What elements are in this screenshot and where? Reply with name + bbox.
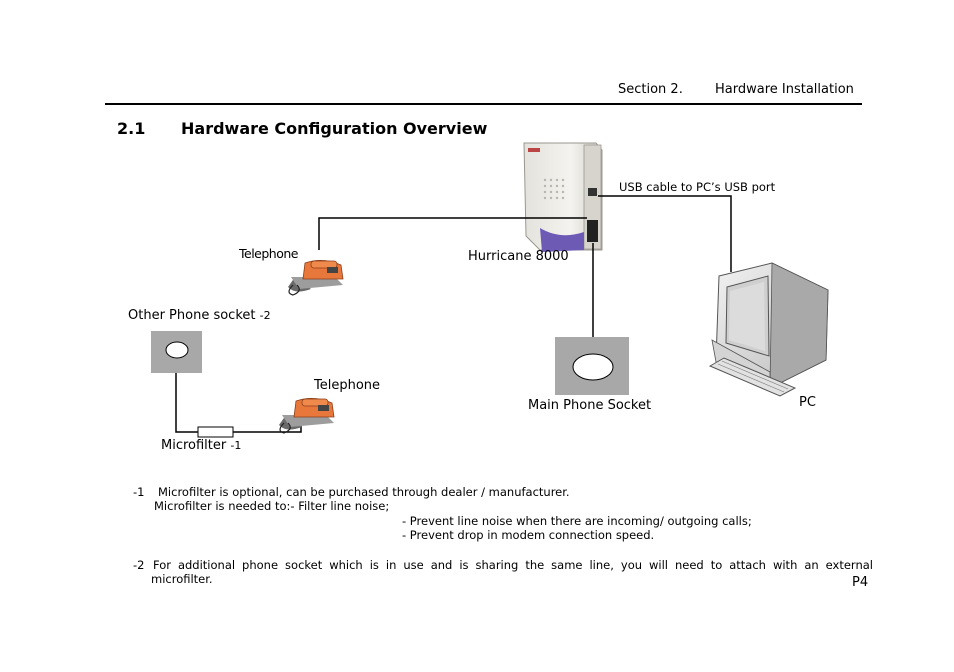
- telephone-label-top: Telephone: [239, 246, 298, 261]
- note-2-line-2: microfilter.: [151, 572, 213, 586]
- other-socket-label-text: Other Phone socket: [128, 308, 256, 323]
- device-label: Hurricane 8000: [468, 249, 569, 264]
- heading-title: Hardware Configuration Overview: [181, 119, 488, 138]
- note-1-line-1: Microfilter is optional, can be purchase…: [158, 485, 570, 499]
- pc-computer-icon: [708, 262, 829, 397]
- hurricane-8000-device-icon: [523, 142, 603, 252]
- telephone-icon: [288, 260, 344, 296]
- note-1-line-3: - Prevent line noise when there are inco…: [402, 514, 752, 528]
- note-2-mark: -2: [133, 558, 145, 572]
- note-1-mark: -1: [133, 485, 145, 499]
- main-socket-label: Main Phone Socket: [528, 398, 652, 413]
- page-number: P4: [852, 575, 869, 590]
- other-socket-label: Other Phone socket -2: [128, 308, 271, 323]
- pc-label: PC: [799, 395, 816, 410]
- section-title: Hardware Installation: [715, 82, 854, 97]
- note-2-line-1: For additional phone socket which is in …: [153, 558, 873, 572]
- usb-cable: [598, 195, 732, 272]
- other-socket-cable: [175, 352, 198, 433]
- telephone-cable: [318, 217, 587, 250]
- main-phone-socket-icon: [555, 337, 629, 395]
- other-phone-socket-icon: [151, 331, 202, 373]
- microfilter-label-text: Microfilter: [161, 438, 227, 453]
- section-number: Section 2.: [618, 82, 683, 97]
- telephone-label-bottom: Telephone: [314, 378, 381, 393]
- microfilter-note-mark: -1: [230, 439, 242, 452]
- usb-cable-label: USB cable to PC’s USB port: [619, 180, 776, 194]
- note-1-line-2: Microfilter is needed to:- Filter line n…: [154, 499, 390, 513]
- note-1-line-4: - Prevent drop in modem connection speed…: [402, 528, 655, 542]
- telephone-icon: [279, 398, 335, 434]
- microfilter-icon: [197, 426, 234, 438]
- microfilter-label: Microfilter -1: [161, 438, 241, 453]
- other-socket-note-mark: -2: [259, 309, 271, 322]
- heading-number: 2.1: [117, 119, 146, 138]
- header-rule: [105, 103, 862, 105]
